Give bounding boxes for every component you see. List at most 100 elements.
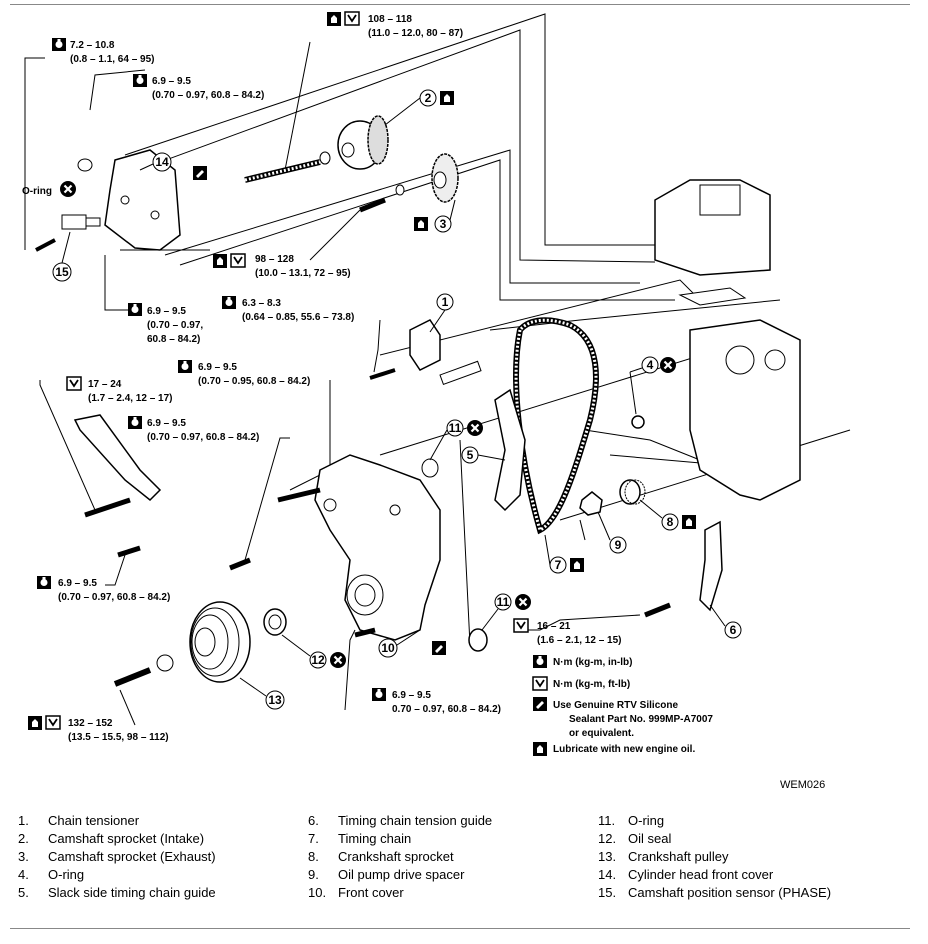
legend-col-3: 11.O-ring 12.Oil seal 13.Crankshaft pull… — [598, 812, 898, 902]
callout-7: 7 — [544, 534, 584, 574]
svg-text:7: 7 — [555, 558, 562, 572]
slack-side-chain-guide — [494, 388, 526, 512]
svg-text:11: 11 — [449, 421, 462, 435]
svg-text:16 – 21: 16 – 21 — [537, 621, 571, 632]
svg-text:(13.5 – 15.5, 98 – 112): (13.5 – 15.5, 98 – 112) — [68, 732, 169, 743]
callout-4: 4 — [629, 355, 678, 415]
torque-6.9-f: 6.9 – 9.5 0.70 – 0.97, 60.8 – 84.2) — [372, 688, 501, 715]
svg-text:(1.7 – 2.4, 12 – 17): (1.7 – 2.4, 12 – 17) — [88, 393, 173, 404]
svg-text:0.70 – 0.97, 60.8 – 84.2): 0.70 – 0.97, 60.8 – 84.2) — [392, 704, 501, 715]
svg-text:(11.0 – 12.0, 80 – 87): (11.0 – 12.0, 80 – 87) — [368, 28, 463, 39]
legend-item: 1.Chain tensioner — [18, 813, 140, 828]
svg-text:8: 8 — [667, 515, 674, 529]
bracket — [73, 414, 162, 558]
svg-text:11: 11 — [497, 595, 510, 609]
svg-text:N·m (kg-m, ft-lb): N·m (kg-m, ft-lb) — [553, 679, 630, 690]
legend-item: 7.Timing chain — [308, 831, 412, 846]
callout-14: 14 — [139, 152, 207, 180]
callout-5: 5 — [461, 446, 506, 464]
oil-seal — [263, 608, 287, 636]
svg-text:6.9 – 9.5: 6.9 – 9.5 — [58, 578, 97, 589]
legend-item: 12.Oil seal — [598, 831, 672, 846]
svg-text:2: 2 — [425, 91, 432, 105]
exploded-diagram: 7.2 – 10.8 (0.8 – 1.1, 64 – 95) 6.9 – 9.… — [22, 11, 851, 791]
callout-6: 6 — [709, 604, 742, 639]
parts-legend: 1.Chain tensioner 2.Camshaft sprocket (I… — [0, 812, 928, 924]
chain-tensioner — [369, 319, 482, 386]
svg-text:4: 4 — [647, 358, 654, 372]
callout-12: 12 — [281, 634, 348, 670]
front-cover — [229, 454, 441, 641]
top-rule — [10, 4, 910, 5]
torque-17: 17 – 24 (1.7 – 2.4, 12 – 17) — [66, 376, 173, 404]
svg-text:10: 10 — [381, 641, 395, 655]
legend-item: 13.Crankshaft pulley — [598, 849, 729, 864]
torque-98: 98 – 128 (10.0 – 13.1, 72 – 95) — [213, 253, 351, 279]
callout-11-lower: 11 — [481, 592, 533, 631]
torque-6.3: 6.3 – 8.3 (0.64 – 0.85, 55.6 – 73.8) — [222, 296, 354, 323]
callout-1: 1 — [429, 293, 454, 333]
callout-8: 8 — [639, 499, 696, 531]
svg-text:6.9 – 9.5: 6.9 – 9.5 — [147, 306, 186, 317]
svg-text:6.9 – 9.5: 6.9 – 9.5 — [147, 418, 186, 429]
svg-text:132 – 152: 132 – 152 — [68, 718, 113, 729]
svg-text:15: 15 — [55, 265, 69, 279]
svg-text:3: 3 — [440, 217, 447, 231]
legend-item: 14.Cylinder head front cover — [598, 867, 774, 882]
svg-text:(1.6 – 2.1, 12 – 15): (1.6 – 2.1, 12 – 15) — [537, 635, 622, 646]
callout-3: 3 — [414, 199, 456, 233]
o-ring-11 — [468, 628, 488, 652]
svg-text:6: 6 — [730, 623, 737, 637]
svg-text:60.8 – 84.2): 60.8 – 84.2) — [147, 334, 200, 345]
callout-9: 9 — [597, 511, 627, 554]
svg-text:(0.70 – 0.95, 60.8 – 84.2): (0.70 – 0.95, 60.8 – 84.2) — [198, 376, 310, 387]
torque-6.9-c: 6.9 – 9.5 (0.70 – 0.95, 60.8 – 84.2) — [178, 360, 310, 387]
svg-text:(0.64 – 0.85, 55.6 – 73.8): (0.64 – 0.85, 55.6 – 73.8) — [242, 312, 354, 323]
callout-15: 15 — [52, 231, 72, 282]
callout-11-upper: 11 — [429, 418, 485, 461]
svg-text:(0.70 – 0.97, 60.8 – 84.2): (0.70 – 0.97, 60.8 – 84.2) — [147, 432, 259, 443]
legend-item: 3.Camshaft sprocket (Exhaust) — [18, 849, 216, 864]
svg-text:14: 14 — [155, 155, 169, 169]
legend-item: 8.Crankshaft sprocket — [308, 849, 454, 864]
legend-item: 15.Camshaft position sensor (PHASE) — [598, 885, 832, 900]
tension-guide — [644, 520, 723, 618]
legend-item: 6.Timing chain tension guide — [308, 813, 493, 828]
legend-item: 2.Camshaft sprocket (Intake) — [18, 831, 205, 846]
bolt-exhaust — [359, 197, 386, 213]
figure-code: WEM026 — [780, 779, 825, 791]
svg-text:1: 1 — [442, 295, 449, 309]
svg-text:6.9 – 9.5: 6.9 – 9.5 — [152, 76, 191, 87]
torque-7.2: 7.2 – 10.8 (0.8 – 1.1, 64 – 95) — [52, 38, 155, 65]
svg-text:5: 5 — [467, 448, 474, 462]
svg-text:N·m (kg-m, in-lb): N·m (kg-m, in-lb) — [553, 657, 632, 668]
legend-item: 11.O-ring — [598, 813, 665, 828]
svg-text:or equivalent.: or equivalent. — [569, 728, 634, 739]
svg-text:98 – 128: 98 – 128 — [255, 254, 294, 265]
svg-text:13: 13 — [268, 693, 282, 707]
torque-6.9-d: 6.9 – 9.5 (0.70 – 0.97, 60.8 – 84.2) — [128, 416, 259, 443]
svg-text:(10.0 – 13.1, 72 – 95): (10.0 – 13.1, 72 – 95) — [255, 268, 351, 279]
svg-text:(0.70 – 0.97, 60.8 – 84.2): (0.70 – 0.97, 60.8 – 84.2) — [58, 592, 170, 603]
svg-text:6.9 – 9.5: 6.9 – 9.5 — [392, 690, 431, 701]
crankshaft-pulley — [113, 601, 251, 687]
legend-item: 10.Front cover — [308, 885, 404, 900]
svg-text:6.3 – 8.3: 6.3 – 8.3 — [242, 298, 281, 309]
oil-pump-spacer — [579, 491, 603, 516]
svg-text:Sealant Part No. 999MP-A7007: Sealant Part No. 999MP-A7007 — [569, 714, 713, 725]
svg-text:108 – 118: 108 – 118 — [368, 14, 412, 25]
torque-132: 132 – 152 (13.5 – 15.5, 98 – 112) — [28, 715, 169, 743]
svg-text:6.9 – 9.5: 6.9 – 9.5 — [198, 362, 237, 373]
legend-item: 9.Oil pump drive spacer — [308, 867, 465, 882]
svg-text:12: 12 — [311, 653, 325, 667]
svg-text:O-ring: O-ring — [22, 186, 52, 197]
legend-item: 4.O-ring — [18, 867, 85, 882]
svg-text:(0.8 – 1.1, 64 – 95): (0.8 – 1.1, 64 – 95) — [70, 54, 155, 65]
o-ring-callout: O-ring — [22, 179, 78, 199]
svg-text:(0.70 – 0.97,: (0.70 – 0.97, — [147, 320, 203, 331]
torque-6.9-e: 6.9 – 9.5 (0.70 – 0.97, 60.8 – 84.2) — [37, 576, 170, 603]
o-ring-4 — [631, 415, 645, 429]
engine-block — [654, 179, 801, 501]
callout-10: 10 — [378, 629, 446, 658]
bottom-rule — [10, 928, 910, 929]
